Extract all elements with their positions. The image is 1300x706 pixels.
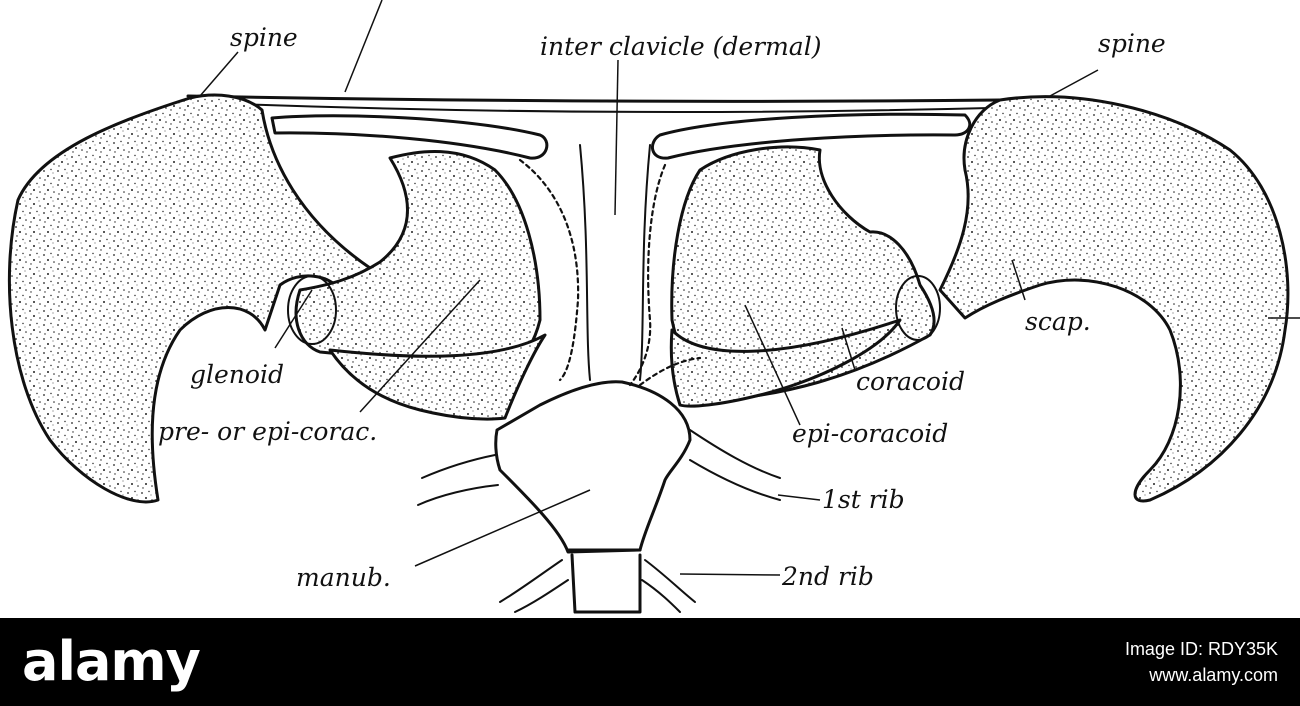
- leader-spine-left: [200, 52, 238, 96]
- leader-manub: [415, 490, 590, 566]
- label-inter-clavicle: inter clavicle (dermal): [540, 32, 821, 61]
- label-scap: scap.: [1025, 307, 1091, 336]
- alamy-logo: alamy: [22, 628, 200, 696]
- first-rib-right: [690, 430, 780, 500]
- image-info: Image ID: RDY35K www.alamy.com: [1125, 636, 1278, 688]
- leader-interclavicle: [615, 60, 618, 215]
- image-id: Image ID: RDY35K: [1125, 636, 1278, 662]
- clavicle-inner-line: [210, 103, 990, 112]
- label-spine-right: spine: [1098, 29, 1166, 58]
- interclavicle-right-dashed: [630, 165, 665, 385]
- leader-spine-right: [1050, 70, 1098, 96]
- left-clavicle-bar: [272, 116, 547, 158]
- right-scapula: [940, 97, 1288, 501]
- leader-top: [345, 0, 382, 92]
- leader-second-rib: [680, 574, 780, 575]
- manubrium: [496, 382, 690, 552]
- label-manub: manub.: [296, 563, 391, 592]
- label-second-rib: 2nd rib: [781, 562, 874, 591]
- pectoral-girdle-diagram: spine inter clavicle (dermal) spine scap…: [0, 0, 1300, 618]
- label-glenoid: glenoid: [190, 360, 284, 389]
- second-rib-left: [500, 560, 568, 612]
- site-url: www.alamy.com: [1125, 662, 1278, 688]
- clavicle-outline: [188, 96, 1000, 101]
- leader-first-rib: [778, 495, 820, 500]
- label-coracoid: coracoid: [856, 367, 965, 396]
- second-sternebra: [572, 555, 640, 612]
- second-rib-right: [642, 560, 695, 612]
- first-rib-left: [418, 455, 498, 505]
- label-epi-coracoid: epi-coracoid: [792, 419, 948, 448]
- watermark-footer: alamy Image ID: RDY35K www.alamy.com: [0, 618, 1300, 706]
- label-first-rib: 1st rib: [822, 485, 905, 514]
- label-pre-epi-corac: pre- or epi-corac.: [158, 417, 377, 446]
- label-spine-left: spine: [230, 23, 298, 52]
